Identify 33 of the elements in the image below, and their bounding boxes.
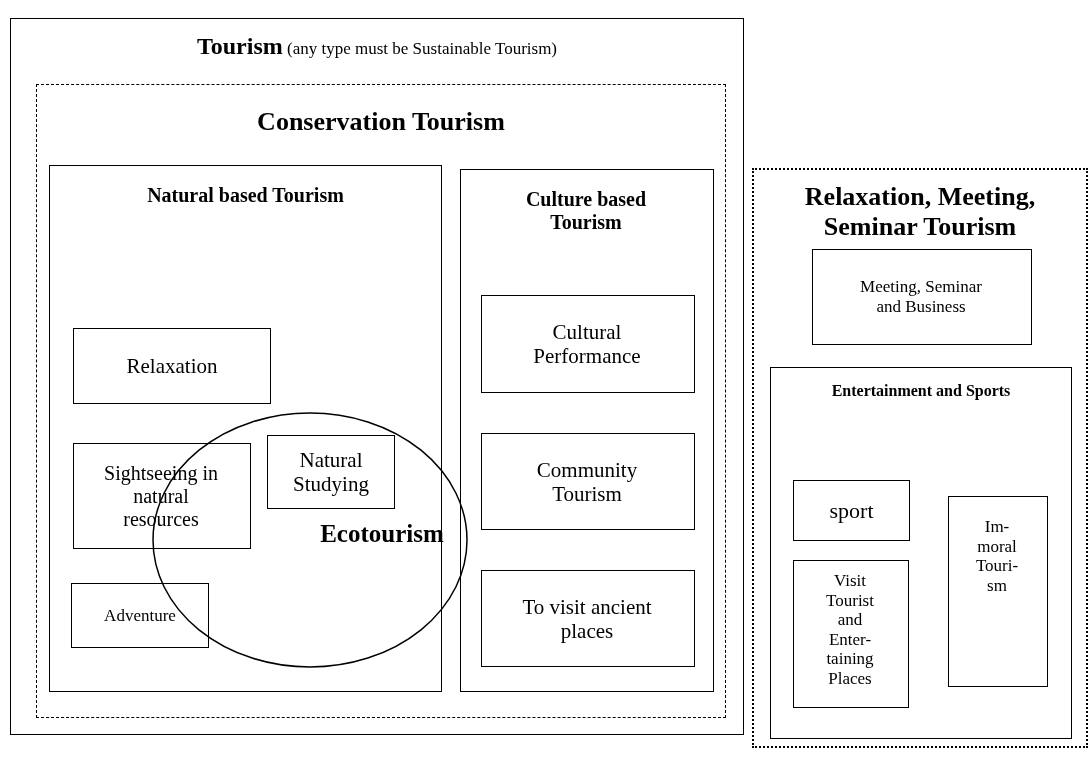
- label: Relaxation: [125, 353, 219, 379]
- category-box: [948, 496, 1048, 687]
- category-box: [793, 560, 909, 708]
- category-box: [793, 480, 910, 541]
- heading: Entertainment and Sports: [830, 382, 1012, 401]
- group-box: [752, 168, 1088, 748]
- label: Adventure: [103, 605, 177, 626]
- group-box: [770, 367, 1072, 739]
- category-box: [73, 443, 251, 549]
- label: Im- moral Touri- sm: [974, 517, 1020, 596]
- category-box: [267, 435, 395, 509]
- heading: Natural based Tourism: [146, 184, 345, 207]
- category-box: [481, 433, 695, 530]
- group-box: [36, 84, 726, 718]
- label: Community Tourism: [535, 457, 639, 506]
- category-box: [481, 295, 695, 393]
- category-box: [73, 328, 271, 404]
- group-box: [460, 169, 714, 692]
- group-box: [49, 165, 442, 692]
- category-box: [481, 570, 695, 667]
- category-box: [812, 249, 1032, 345]
- label: To visit ancient places: [521, 594, 653, 643]
- heading: Conservation Tourism: [256, 107, 506, 137]
- label: Cultural Performance: [532, 319, 642, 369]
- label: Natural Studying: [292, 447, 370, 497]
- heading: Culture based Tourism: [524, 188, 648, 234]
- label: Meeting, Seminar and Business: [859, 277, 983, 317]
- category-box: [71, 583, 209, 648]
- heading: Tourism (any type must be Sustainable Tourism): [195, 33, 558, 61]
- group-box: [10, 18, 744, 735]
- label: sport: [828, 497, 875, 524]
- heading: Relaxation, Meeting, Seminar Tourism: [803, 182, 1037, 242]
- label: Visit Tourist and Enter- taining Places: [825, 571, 875, 689]
